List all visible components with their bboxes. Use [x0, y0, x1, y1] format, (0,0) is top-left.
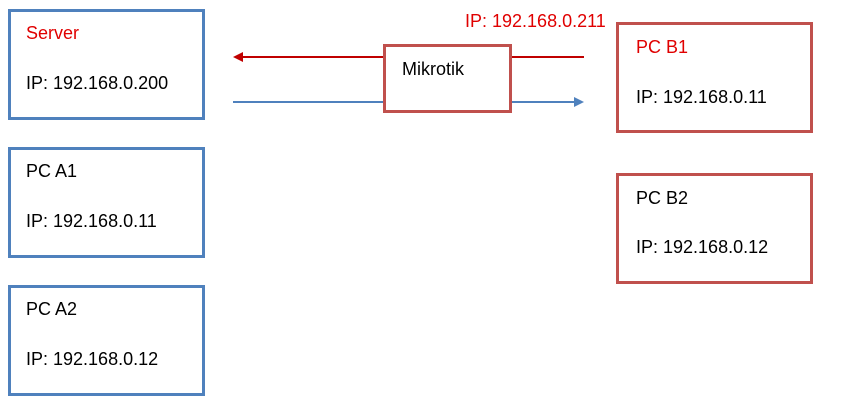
pc-b1-name: PC B1	[636, 37, 689, 57]
server-name: Server	[26, 23, 80, 43]
server-ip: IP: 192.168.0.200	[26, 73, 169, 93]
mikrotik-name: Mikrotik	[402, 59, 464, 79]
pc-b2-name: PC B2	[636, 188, 689, 208]
mikrotik-ip: IP: 192.168.0.211	[465, 11, 606, 31]
server-box	[8, 9, 205, 120]
pc-a1-name: PC A1	[26, 161, 78, 181]
pc-b1-box	[616, 22, 813, 133]
mikrotik-box	[383, 44, 512, 113]
pc-b2-ip: IP: 192.168.0.12	[636, 237, 769, 257]
pc-a2-ip: IP: 192.168.0.12	[26, 349, 159, 369]
pc-b1-ip: IP: 192.168.0.11	[636, 87, 767, 107]
pc-a2-name: PC A2	[26, 299, 78, 319]
pc-a1-box	[8, 147, 205, 258]
pc-a2-box	[8, 285, 205, 396]
pc-b2-box	[616, 173, 813, 284]
pc-a1-ip: IP: 192.168.0.11	[26, 211, 157, 231]
